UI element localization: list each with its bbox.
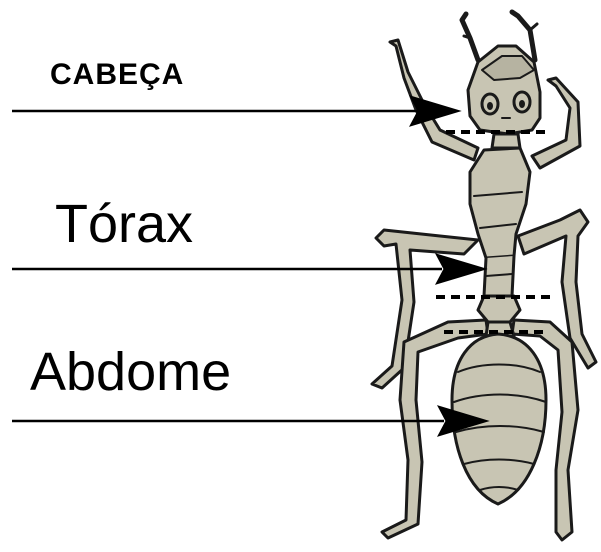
ant-thorax bbox=[470, 148, 530, 296]
ant-neck bbox=[492, 134, 520, 148]
thorax-arrow-head bbox=[436, 254, 486, 284]
ant-illustration bbox=[372, 12, 596, 540]
